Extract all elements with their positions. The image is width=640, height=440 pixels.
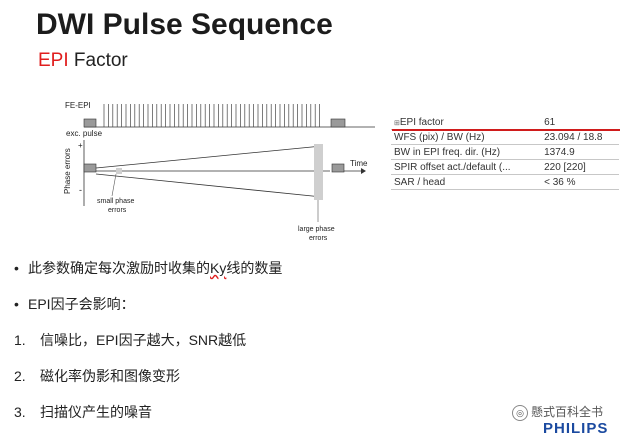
arrow-head-icon xyxy=(361,168,366,174)
parameter-table: ⊞EPI factor 61 WFS (pix) / BW (Hz) 23.09… xyxy=(391,115,619,190)
param-row-spir: SPIR offset act./default (... 220 [220] xyxy=(391,159,619,175)
slide-subtitle: EPI Factor xyxy=(38,50,128,72)
epi-start-block xyxy=(83,118,97,128)
param-label: SPIR offset act./default (... xyxy=(391,159,539,175)
small-errors-line1: small phase xyxy=(97,198,134,205)
large-errors-line1: large phase xyxy=(298,226,335,233)
plus-sign: + xyxy=(78,141,83,150)
param-row-bw: BW in EPI freq. dir. (Hz) 1374.9 xyxy=(391,144,619,160)
list-item: 3.扫描仪产生的噪音 xyxy=(14,404,152,420)
fe-epi-label: FE-EPI xyxy=(65,101,91,110)
bullet-epi-affects: •EPI因子会影响： xyxy=(14,296,135,312)
error-cone-upper xyxy=(95,145,323,169)
list-item: 1.信噪比，EPI因子越大，SNR越低 xyxy=(14,332,247,348)
echo-block xyxy=(331,163,345,173)
param-label: SAR / head xyxy=(391,174,539,190)
time-label: Time xyxy=(350,159,368,168)
excitation-block xyxy=(83,163,97,173)
param-value: 1374.9 xyxy=(538,144,619,160)
philips-logo: PHILIPS xyxy=(543,420,609,437)
minus-sign: - xyxy=(79,185,82,195)
bullet-dot-icon: • xyxy=(14,296,19,312)
param-value: 23.094 / 18.8 xyxy=(538,129,619,145)
small-errors-line2: errors xyxy=(108,207,127,214)
bullet-ky-lines: •此参数确定每次激励时收集的Ky线的数量 xyxy=(14,260,283,276)
phase-errors-label: Phase errors xyxy=(63,148,72,194)
bullet-dot-icon: • xyxy=(14,260,19,276)
large-errors-line2: errors xyxy=(309,235,328,242)
watermark: ◎懸式百科全书 xyxy=(512,403,603,421)
pin-icon: ⊞ xyxy=(394,119,400,127)
epi-timing-diagram: FE-EPI exc. pulse + - Phase errors Time … xyxy=(63,101,375,242)
param-row-sar: SAR / head < 36 % xyxy=(391,174,619,190)
wechat-icon: ◎ xyxy=(512,404,528,421)
subtitle-factor: Factor xyxy=(68,50,128,71)
param-row-wfs: WFS (pix) / BW (Hz) 23.094 / 18.8 xyxy=(391,129,619,145)
error-cone-lower xyxy=(95,173,323,198)
ky-term: Ky xyxy=(210,260,227,276)
epi-gradient-train xyxy=(103,104,320,127)
param-label: BW in EPI freq. dir. (Hz) xyxy=(391,144,539,160)
list-item: 2.磁化率伪影和图像变形 xyxy=(14,368,180,384)
param-label: ⊞EPI factor xyxy=(391,115,539,130)
small-error-marker xyxy=(116,168,122,174)
small-error-pointer xyxy=(111,173,117,197)
slide-title: DWI Pulse Sequence xyxy=(36,8,333,41)
epi-factor-underline xyxy=(392,129,620,131)
param-label: WFS (pix) / BW (Hz) xyxy=(391,129,539,145)
param-value: < 36 % xyxy=(538,174,619,190)
exc-pulse-label: exc. pulse xyxy=(66,129,103,138)
large-error-bar xyxy=(314,144,323,200)
param-value: 220 [220] xyxy=(538,159,619,175)
epi-end-block xyxy=(330,118,346,128)
param-row-epi-factor: ⊞EPI factor 61 xyxy=(391,115,619,130)
param-value: 61 xyxy=(538,115,619,130)
subtitle-epi: EPI xyxy=(38,50,69,71)
